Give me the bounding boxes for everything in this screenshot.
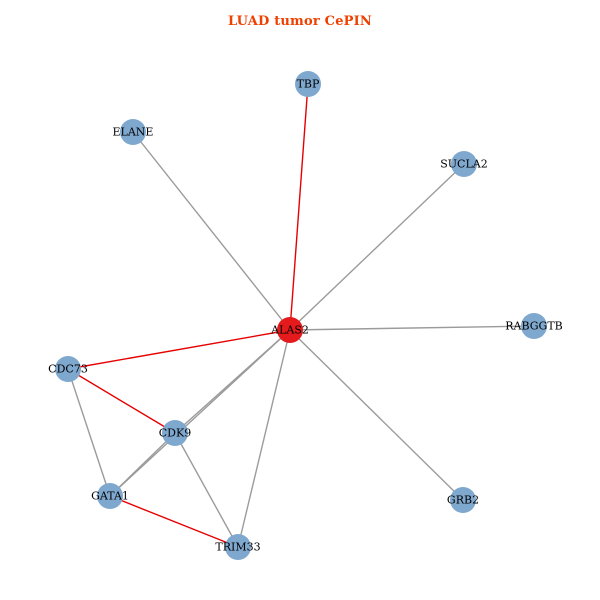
node-label-CDK9: CDK9 [159, 427, 191, 440]
edge-GATA1-ALAS2 [109, 329, 291, 497]
node-label-ELANE: ELANE [113, 126, 154, 139]
edge-CDC73-CDK9 [67, 368, 176, 434]
node-label-GATA1: GATA1 [91, 490, 129, 503]
edge-TBP-ALAS2 [289, 83, 309, 331]
node-label-RABGGTB: RABGGTB [505, 320, 563, 333]
edge-CDC73-ALAS2 [67, 329, 291, 370]
node-TBP[interactable] [295, 71, 321, 97]
node-label-CDC73: CDC73 [48, 363, 88, 376]
plot-title: LUAD tumor CePIN [227, 14, 373, 29]
node-CDC73[interactable] [55, 356, 81, 382]
node-ELANE[interactable] [120, 119, 146, 145]
edge-GRB2-ALAS2 [289, 329, 464, 501]
edge-SUCLA2-ALAS2 [289, 163, 465, 331]
edge-CDK9-GATA1 [109, 432, 176, 497]
node-label-SUCLA2: SUCLA2 [440, 158, 487, 171]
node-TRIM33[interactable] [225, 534, 251, 560]
node-label-GRB2: GRB2 [447, 494, 479, 507]
edge-CDC73-GATA1 [67, 368, 111, 497]
edge-TRIM33-ALAS2 [237, 329, 291, 548]
node-label-TBP: TBP [297, 78, 320, 91]
edge-CDK9-TRIM33 [174, 432, 239, 548]
node-ALAS2[interactable] [277, 317, 303, 343]
node-label-TRIM33: TRIM33 [215, 541, 260, 554]
node-GRB2[interactable] [450, 487, 476, 513]
node-CDK9[interactable] [162, 420, 188, 446]
node-GATA1[interactable] [97, 483, 123, 509]
edge-RABGGTB-ALAS2 [289, 325, 535, 331]
edge-GATA1-TRIM33 [109, 495, 239, 548]
node-RABGGTB[interactable] [521, 313, 547, 339]
node-SUCLA2[interactable] [451, 151, 477, 177]
node-label-ALAS2: ALAS2 [270, 324, 309, 337]
edge-ELANE-ALAS2 [132, 131, 291, 331]
